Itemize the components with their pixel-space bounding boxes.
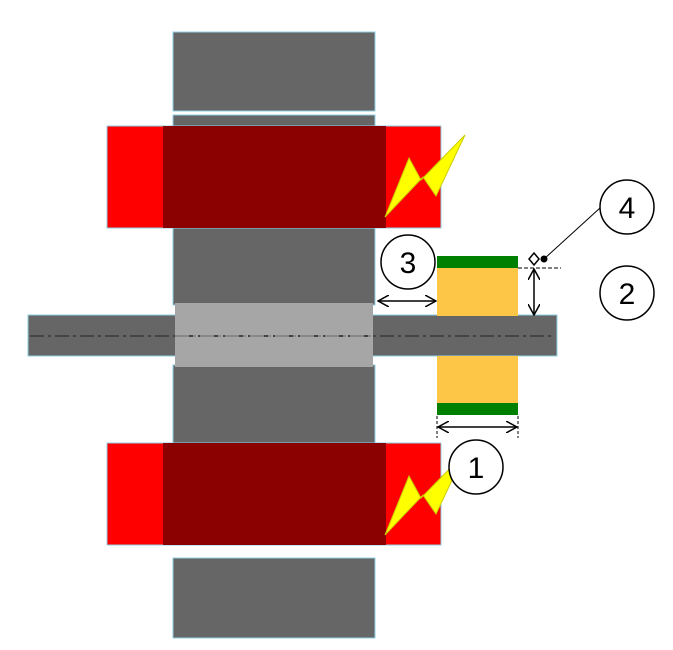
lightning-icon bbox=[384, 134, 466, 218]
label-4-text: 4 bbox=[619, 192, 636, 225]
leader-line-4 bbox=[543, 207, 601, 260]
core-block-top bbox=[172, 31, 376, 112]
label-1: 1 bbox=[448, 439, 504, 495]
label-1-text: 1 bbox=[468, 452, 485, 485]
label-2-text: 2 bbox=[619, 278, 636, 311]
label-3: 3 bbox=[380, 234, 436, 290]
layer-bottom bbox=[437, 403, 518, 415]
thickness-marker bbox=[528, 251, 540, 267]
layer-top bbox=[437, 256, 518, 268]
label-4: 4 bbox=[599, 179, 655, 235]
label-3-text: 3 bbox=[400, 247, 417, 280]
label-2: 2 bbox=[599, 265, 655, 321]
core-block-bottom bbox=[172, 557, 376, 639]
